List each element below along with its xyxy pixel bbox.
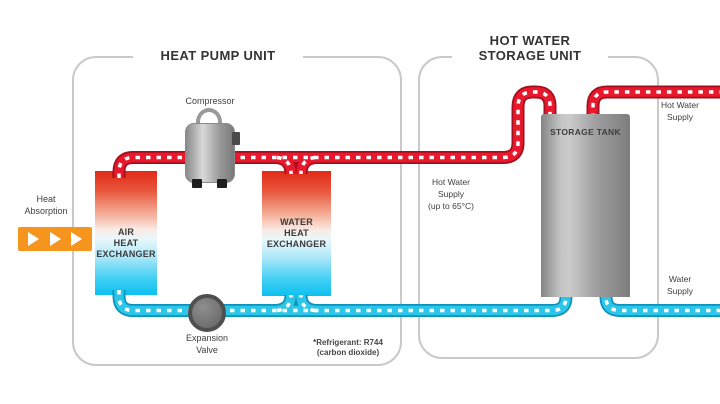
expansion-valve-line1: Expansion (185, 333, 229, 343)
hws-right-line2: Supply (667, 112, 693, 122)
water-hx-line3: EXCHANGER (266, 239, 327, 249)
air-heat-exchanger: AIR HEAT EXCHANGER (95, 171, 157, 295)
cold-pipe-main-dash (117, 290, 568, 313)
water-heat-exchanger: WATER HEAT EXCHANGER (262, 171, 331, 296)
expansion-valve (188, 294, 226, 332)
air-hx-line2: HEAT (113, 238, 139, 248)
heat-absorption-line2: Absorption (24, 206, 68, 216)
ws-right-line2: Supply (667, 286, 693, 296)
hws-mid-line3: (up to 65°C) (428, 201, 474, 211)
heat-pump-unit-title: HEAT PUMP UNIT (133, 47, 303, 64)
compressor-body-icon (185, 123, 235, 183)
water-hx-line2: HEAT (284, 228, 309, 238)
heat-absorption-line1: Heat (36, 194, 56, 204)
hot-pipe-dashes (117, 90, 720, 178)
hot-pipe-branch-left-dash (276, 155, 293, 175)
hws-mid-line2: Supply (438, 189, 464, 199)
right-arrow-icon (28, 232, 40, 246)
storage-tank: STORAGE TANK (541, 114, 630, 297)
hws-right-line1: Hot Water (661, 100, 699, 110)
refrigerant-note-line2: (carbon dioxide) (316, 348, 380, 357)
ws-right-line1: Water (668, 274, 692, 284)
refrigerant-note-line1: *Refrigerant: R744 (313, 338, 383, 347)
heat-absorption-arrows (18, 227, 92, 251)
right-arrow-icon (70, 232, 82, 246)
compressor-foot-icon (192, 179, 202, 188)
hot-water-out-pipe-dash (591, 90, 720, 118)
cold-pipe-main-fill (114, 290, 571, 316)
air-hx-line1: AIR (117, 227, 135, 237)
cold-pipe-branch-left-dash (276, 294, 293, 313)
expansion-valve-label: Expansion Valve (170, 332, 244, 356)
hot-water-supply-right-label: Hot Water Supply (648, 99, 712, 123)
water-supply-right-label: Water Supply (648, 273, 712, 297)
heat-pump-unit-title-text: HEAT PUMP UNIT (160, 48, 276, 63)
storage-unit-title-line2: STORAGE UNIT (478, 48, 582, 63)
storage-tank-label: STORAGE TANK (550, 127, 621, 137)
compressor-label: Compressor (185, 96, 235, 106)
cold-pipe-dashes (117, 290, 720, 313)
heat-absorption-label: Heat Absorption (13, 193, 79, 217)
compressor-port-icon (232, 132, 240, 145)
water-supply-pipe-fill (601, 293, 720, 316)
expansion-valve-line2: Valve (196, 345, 218, 355)
cold-pipe-branch-right-dash (299, 294, 316, 313)
refrigerant-note: *Refrigerant: R744 (carbon dioxide) (297, 338, 399, 358)
hot-pipe-main-dash (117, 90, 552, 178)
hws-mid-line1: Hot Water (432, 177, 470, 187)
air-hx-line3: EXCHANGER (96, 249, 156, 259)
hot-water-supply-mid-label: Hot Water Supply (up to 65°C) (412, 176, 490, 212)
storage-unit-title-line1: HOT WATER (489, 33, 571, 48)
air-heat-exchanger-label: AIR HEAT EXCHANGER (95, 227, 157, 260)
compressor (185, 108, 240, 189)
water-hx-line1: WATER (280, 217, 313, 227)
compressor-foot-icon (217, 179, 227, 188)
storage-unit-title: HOT WATER STORAGE UNIT (452, 32, 608, 64)
hot-pipe-branch-right-dash (299, 155, 316, 175)
water-heat-exchanger-label: WATER HEAT EXCHANGER (262, 217, 331, 250)
right-arrow-icon (49, 232, 61, 246)
